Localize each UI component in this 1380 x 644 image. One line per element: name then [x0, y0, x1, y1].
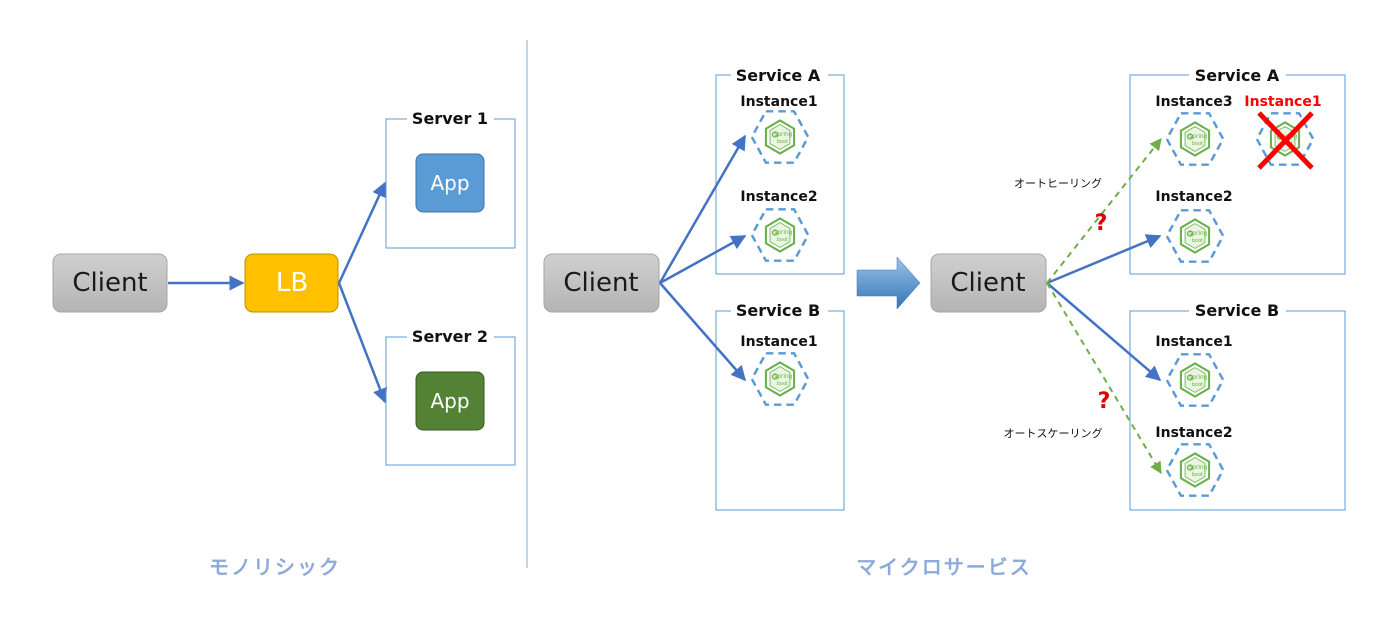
after-a-instance2-label: Instance2: [1155, 189, 1232, 205]
server1-app-label: App: [430, 171, 469, 195]
right-arrow-icon: [856, 256, 921, 310]
monolith-client-node: Client: [52, 253, 168, 313]
micro-after-client-node: Client: [930, 253, 1047, 313]
monolith-caption: モノリシック: [209, 555, 341, 579]
server2-app-box: [415, 371, 485, 431]
spring-boot-icon: [1165, 352, 1225, 408]
micro-before-section: Client Service A Instance1 Instance2 Ser…: [543, 66, 845, 511]
monolith-section: Client LB Server 1 App Server 2 App モノリシ…: [52, 109, 516, 579]
before-service-a-title: Service A: [736, 66, 821, 85]
load-balancer-node: LB: [244, 253, 339, 313]
monolith-client-label: Client: [72, 268, 147, 298]
after-b-instance2-label: Instance2: [1155, 425, 1232, 441]
server2-box: Server 2 App: [385, 327, 516, 466]
spring-boot-icon: [1165, 208, 1225, 264]
after-service-a-box: Service A Instance3 Instance1 Instance2: [1129, 66, 1346, 275]
before-service-b-box: Service B Instance1: [715, 301, 845, 511]
server2-app-label: App: [430, 389, 469, 413]
spring-boot-icon: [1165, 442, 1225, 498]
micro-before-client-node: Client: [543, 253, 660, 313]
after-service-a-title: Service A: [1195, 66, 1280, 85]
micro-after-section: Client Service A Instance3 Instance1 Ins…: [930, 66, 1346, 511]
client-to-a-instance1-arrow: [658, 134, 747, 284]
microservices-caption: マイクロサービス: [856, 555, 1032, 579]
server1-title: Server 1: [412, 109, 488, 128]
question-mark-healing: ?: [1095, 211, 1108, 236]
client-to-after-a-instance2-arrow: [1046, 234, 1162, 285]
server1-box: Server 1 App: [385, 109, 516, 249]
lb-to-server2-arrow: [337, 282, 388, 404]
spring-boot-icon: [750, 351, 810, 407]
dashed-arrow-to-b-instance2: [1046, 282, 1162, 475]
spring-boot-icon: [750, 207, 810, 263]
red-x-icon: [1257, 111, 1314, 170]
before-a-instance2-label: Instance2: [740, 189, 817, 205]
client-to-a-instance2-arrow: [659, 234, 747, 285]
server2-title: Server 2: [412, 327, 488, 346]
before-service-a-box: Service A Instance1 Instance2: [715, 66, 845, 275]
micro-before-client-label: Client: [563, 268, 638, 298]
auto-healing-label: オートヒーリング: [1014, 176, 1102, 190]
client-to-after-b-instance1-arrow: [1046, 282, 1162, 381]
after-service-b-box: Service B Instance1 Instance2: [1129, 301, 1346, 511]
server1-app-box: [415, 153, 485, 213]
auto-scaling-label: オートスケーリング: [1004, 426, 1103, 440]
after-service-b-title: Service B: [1195, 301, 1279, 320]
before-service-b-title: Service B: [736, 301, 820, 320]
after-a-instance3-label: Instance3: [1155, 94, 1232, 110]
question-mark-scaling: ?: [1098, 389, 1111, 414]
before-a-instance1-label: Instance1: [740, 94, 817, 110]
lb-to-server1-arrow: [337, 181, 387, 284]
after-b-instance1-label: Instance1: [1155, 334, 1232, 350]
client-to-b-instance1-arrow: [659, 282, 746, 382]
spring-boot-icon: [750, 109, 810, 165]
spring-boot-icon: [1165, 111, 1225, 167]
micro-after-client-label: Client: [950, 268, 1025, 298]
lb-label: LB: [276, 268, 308, 298]
dashed-arrow-to-instance3: [1046, 138, 1162, 284]
before-b-instance1-label: Instance1: [740, 334, 817, 350]
after-a-failed-instance1-label: Instance1: [1244, 94, 1321, 110]
